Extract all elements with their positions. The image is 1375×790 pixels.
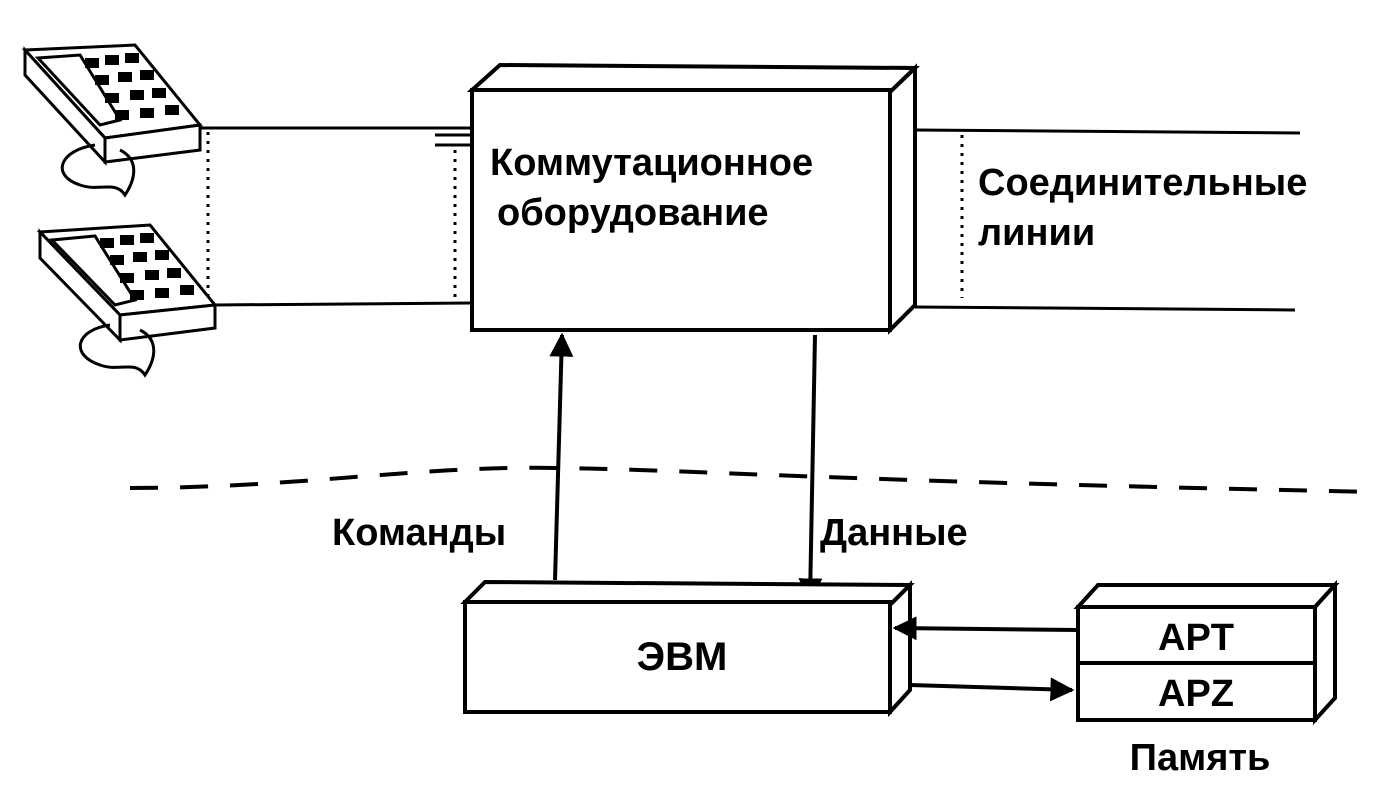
computer-label: ЭВМ (637, 635, 728, 679)
subscriber-lines (200, 126, 471, 307)
trunk-lines (914, 128, 1301, 312)
computer-box (460, 579, 915, 718)
telephone-icon (36, 223, 218, 378)
memory-to-computer-arrow (892, 616, 1079, 641)
telephone-icon (21, 43, 203, 198)
commands-label: Команды (332, 512, 506, 554)
memory-caption: Память (1130, 737, 1271, 779)
trunk-lines-label-line1: Соединительные (978, 162, 1307, 204)
trunk-lines-label-line2: линии (978, 212, 1095, 254)
memory-slot-apz: APZ (1158, 673, 1234, 715)
switching-equipment-box (466, 62, 920, 335)
data-arrow (798, 334, 823, 603)
computer-to-memory-arrow (909, 677, 1075, 702)
boundary-dashed-line (129, 465, 1375, 494)
commands-arrow (549, 332, 574, 581)
switching-equipment-label-line2: оборудование (497, 192, 769, 234)
memory-slot-apt: APT (1158, 617, 1234, 659)
switching-equipment-label-line1: Коммутационное (490, 142, 813, 184)
data-label: Данные (820, 512, 968, 554)
memory-box (1073, 579, 1340, 726)
